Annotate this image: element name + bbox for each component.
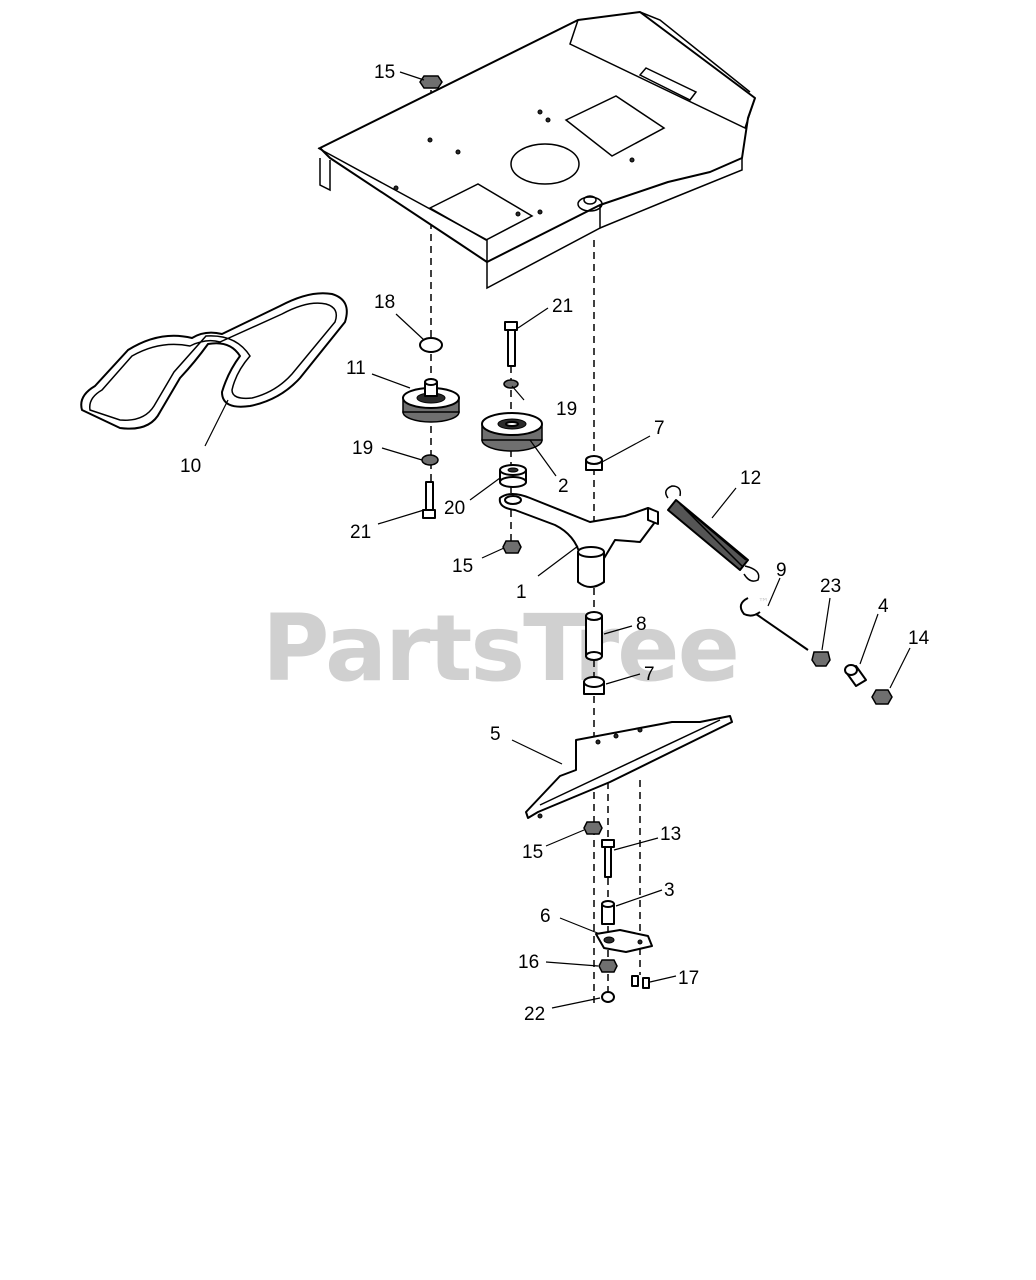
- callout-6: 6: [540, 906, 551, 927]
- watermark-trademark: ™: [758, 596, 769, 609]
- callout-22: 22: [524, 1004, 545, 1025]
- callout-19-left: 19: [352, 438, 373, 459]
- callout-1: 1: [516, 582, 527, 603]
- watermark-text: PartsTree: [262, 595, 738, 702]
- part-7-bushing-upper: [585, 455, 603, 471]
- part-19-washer-upper: [503, 379, 519, 389]
- part-4-spacer: [844, 664, 867, 687]
- callout-17: 17: [678, 968, 699, 989]
- part-15-nut-top: [419, 75, 443, 89]
- callout-12: 12: [740, 468, 761, 489]
- part-15-nut-low: [583, 821, 603, 835]
- part-16-nut: [598, 959, 618, 973]
- callout-15-top: 15: [374, 62, 395, 83]
- callout-23: 23: [820, 576, 841, 597]
- callout-15-mid: 15: [452, 556, 473, 577]
- callout-18: 18: [374, 292, 395, 313]
- callout-9: 9: [776, 560, 787, 581]
- part-11-pulley: [402, 378, 460, 423]
- part-6-plate: [595, 929, 653, 953]
- callout-2: 2: [558, 476, 569, 497]
- callout-15-low: 15: [522, 842, 543, 863]
- part-22-washer: [601, 991, 615, 1003]
- callout-10: 10: [180, 456, 201, 477]
- callout-21-left: 21: [350, 522, 371, 543]
- part-1-idler-arm: [498, 493, 659, 588]
- callout-3: 3: [664, 880, 675, 901]
- part-17-screws: [631, 975, 650, 989]
- part-15-nut-mid: [502, 540, 522, 554]
- callout-labels: 15 18 21 11 19 10 19 2 7 20 21 15 1 12 9…: [180, 62, 930, 1025]
- callout-14: 14: [908, 628, 930, 649]
- callout-21-upper: 21: [552, 296, 573, 317]
- callout-16: 16: [518, 952, 539, 973]
- callout-5: 5: [490, 724, 501, 745]
- part-8-sleeve: [585, 611, 603, 661]
- part-5-bracket: [525, 715, 733, 819]
- part-21-bolt-left: [422, 481, 436, 519]
- part-12-spring: [665, 485, 760, 582]
- part-20-spacer: [499, 464, 527, 488]
- part-21-bolt-upper: [504, 321, 518, 367]
- part-14-nut: [871, 689, 893, 705]
- callout-13: 13: [660, 824, 681, 845]
- callout-11: 11: [346, 358, 366, 379]
- part-13-bolt: [601, 839, 615, 878]
- part-3-sleeve: [601, 900, 615, 925]
- callout-19-upper: 19: [556, 399, 577, 420]
- callout-8: 8: [636, 614, 647, 635]
- part-2-idler-pulley: [481, 412, 543, 452]
- part-7-bushing-lower: [583, 676, 605, 695]
- callout-7-upper: 7: [654, 418, 665, 439]
- part-9-hook-rod: [739, 597, 809, 651]
- callout-leader-lines: [204, 71, 911, 1009]
- part-18-washer: [419, 337, 443, 353]
- callout-20: 20: [444, 498, 465, 519]
- callout-4: 4: [878, 596, 889, 617]
- part-23-nut: [811, 651, 831, 667]
- callout-7-lower: 7: [644, 664, 655, 685]
- mounting-deck-plate: [317, 11, 756, 290]
- part-19-washer-left: [421, 454, 439, 466]
- part-10-drive-belt: [80, 292, 348, 430]
